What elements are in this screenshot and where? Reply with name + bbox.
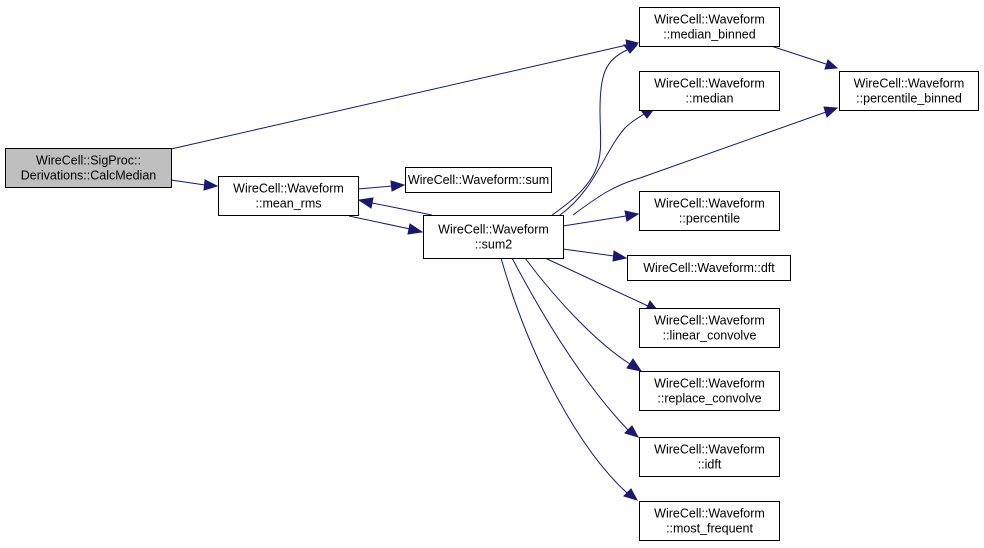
- node-percentile[interactable]: WireCell::Waveform::percentile: [639, 191, 780, 231]
- node-sum2[interactable]: WireCell::Waveform::sum2: [423, 215, 564, 259]
- node-label-line: ::sum2: [475, 238, 513, 252]
- arrowhead-icon: [357, 197, 374, 209]
- node-box[interactable]: [627, 255, 791, 281]
- node-label-line: ::idft: [698, 458, 722, 472]
- edge-line: [559, 113, 645, 216]
- edge-line: [170, 179, 206, 186]
- arrowhead-icon: [823, 106, 839, 118]
- node-label-line: ::most_frequent: [666, 522, 753, 536]
- arrowhead-icon: [640, 109, 654, 119]
- node-label-line: WireCell::Waveform: [654, 77, 765, 91]
- node-box[interactable]: [218, 176, 359, 216]
- edge-line: [544, 257, 649, 307]
- node-box[interactable]: [5, 148, 172, 188]
- node-sum[interactable]: WireCell::Waveform::sum: [405, 167, 552, 193]
- arrowhead-icon: [824, 59, 839, 70]
- node-box[interactable]: [839, 71, 979, 111]
- node-label-line: WireCell::Waveform: [233, 182, 344, 196]
- edge-calc_median-to-mean_rms: [170, 179, 219, 191]
- edge-line: [562, 215, 627, 227]
- node-box[interactable]: [639, 191, 780, 231]
- node-label-line: ::percentile: [679, 212, 740, 226]
- edge-sum2-to-idft: [511, 257, 640, 438]
- arrowhead-icon: [623, 44, 639, 54]
- node-box[interactable]: [639, 501, 780, 541]
- node-label-line: WireCell::Waveform: [854, 77, 965, 91]
- node-label-line: ::linear_convolve: [663, 329, 757, 343]
- node-median[interactable]: WireCell::Waveform::median: [639, 71, 780, 111]
- edge-mean_rms-to-sum: [357, 180, 406, 192]
- node-label-line: ::percentile_binned: [856, 92, 962, 106]
- edge-line: [357, 185, 393, 190]
- node-label-line: WireCell::Waveform: [654, 377, 765, 391]
- node-idft[interactable]: WireCell::Waveform::idft: [639, 437, 780, 477]
- node-box[interactable]: [423, 215, 564, 259]
- arrowhead-icon: [203, 179, 219, 191]
- edge-calc_median-to-median_binned: [170, 39, 640, 150]
- edge-line: [371, 202, 433, 216]
- node-label-line: ::replace_convolve: [657, 392, 761, 406]
- edge-line: [524, 257, 631, 365]
- node-box[interactable]: [639, 371, 780, 411]
- node-most-frequent[interactable]: WireCell::Waveform::most_frequent: [639, 501, 780, 541]
- edge-line: [572, 111, 827, 216]
- arrowhead-icon: [624, 425, 640, 438]
- edge-line: [170, 44, 628, 150]
- edge-line: [500, 257, 628, 494]
- node-replace-convolve[interactable]: WireCell::Waveform::replace_convolve: [639, 371, 780, 411]
- arrowhead-icon: [623, 488, 639, 501]
- edge-sum2-to-median_binned: [551, 44, 639, 216]
- edge-sum2-to-percentile_binned: [572, 106, 839, 216]
- edge-line: [767, 44, 827, 65]
- node-label-line: ::median_binned: [663, 28, 755, 42]
- node-label-line: WireCell::SigProc::: [36, 154, 141, 168]
- node-box[interactable]: [405, 167, 552, 193]
- node-calc-median[interactable]: WireCell::SigProc::Derivations::CalcMedi…: [5, 148, 172, 188]
- node-label-line: Derivations::CalcMedian: [21, 169, 157, 183]
- node-label-line: ::median: [686, 92, 734, 106]
- edge-sum2-to-replace_convolve: [524, 257, 643, 372]
- edge-line: [551, 49, 628, 216]
- node-label-line: WireCell::Waveform: [654, 13, 765, 27]
- node-label-line: WireCell::Waveform: [654, 197, 765, 211]
- node-label-line: ::mean_rms: [256, 197, 322, 211]
- edge-line: [511, 257, 629, 431]
- call-edges: [170, 39, 839, 501]
- function-nodes: WireCell::SigProc::Derivations::CalcMedi…: [5, 7, 979, 541]
- arrowhead-icon: [624, 210, 640, 222]
- edge-sum2-to-mean_rms: [357, 197, 433, 216]
- node-mean-rms[interactable]: WireCell::Waveform::mean_rms: [218, 176, 359, 216]
- node-linear-convolve[interactable]: WireCell::Waveform::linear_convolve: [639, 308, 780, 348]
- arrowhead-icon: [390, 180, 406, 192]
- node-label-line: WireCell::Waveform: [654, 507, 765, 521]
- node-label-line: WireCell::Waveform: [654, 443, 765, 457]
- node-percentile-binned[interactable]: WireCell::Waveform::percentile_binned: [839, 71, 979, 111]
- node-label-line: WireCell::Waveform: [654, 314, 765, 328]
- node-label-line: WireCell::Waveform: [438, 223, 549, 237]
- edge-sum2-to-most_frequent: [500, 257, 639, 501]
- node-median-binned[interactable]: WireCell::Waveform::median_binned: [639, 7, 780, 47]
- node-box[interactable]: [639, 437, 780, 477]
- edge-sum2-to-percentile: [562, 210, 640, 227]
- node-dft[interactable]: WireCell::Waveform::dft: [627, 255, 791, 281]
- edge-mean_rms-to-sum2: [348, 215, 424, 235]
- arrowhead-icon: [626, 358, 643, 372]
- node-label-line: WireCell::Waveform::dft: [643, 261, 775, 275]
- node-box[interactable]: [639, 7, 780, 47]
- edge-line: [348, 215, 411, 230]
- node-box[interactable]: [639, 71, 780, 111]
- node-label-line: WireCell::Waveform::sum: [408, 173, 549, 187]
- arrowhead-icon: [612, 250, 628, 262]
- arrowhead-icon: [407, 223, 424, 235]
- edge-line: [562, 248, 615, 257]
- edge-median_binned-to-percentile_binned: [767, 44, 839, 70]
- node-box[interactable]: [639, 308, 780, 348]
- edge-sum2-to-dft: [562, 248, 628, 262]
